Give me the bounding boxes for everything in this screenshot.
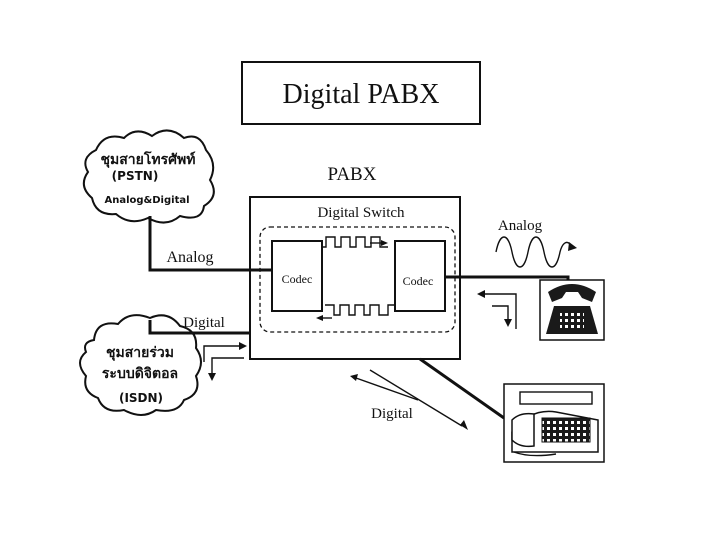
pabx-label: PABX — [328, 164, 377, 185]
isdn-cloud — [79, 314, 202, 416]
isdn-arrow-out — [211, 357, 244, 374]
phone-link-label: Analog — [498, 218, 543, 234]
isdn-line-1: ชุมสายร่วม — [106, 345, 174, 361]
digital-phone-link-label: Digital — [371, 406, 413, 422]
pstn-line-2: (PSTN) — [112, 169, 159, 183]
pstn-cloud — [82, 129, 215, 224]
pulse-train-top — [322, 236, 388, 248]
codec-left-label: Codec — [282, 272, 313, 286]
isdn-line-2: ระบบดิจิตอล — [102, 366, 178, 382]
codec-left-box — [271, 240, 323, 312]
analog-waveform — [495, 236, 571, 268]
pulse-train-bottom — [325, 304, 395, 316]
title-box — [241, 61, 481, 125]
isdn-line-3: (ISDN) — [119, 391, 163, 405]
isdn-arrow-in — [203, 345, 240, 362]
codec-right-label: Codec — [403, 274, 434, 288]
digital-switch-region — [259, 226, 456, 333]
pstn-link-line — [148, 216, 272, 272]
page-title: Digital PABX — [283, 79, 440, 110]
digital-switch-label: Digital Switch — [317, 205, 405, 221]
telephone-icon — [539, 279, 605, 341]
isdn-link-line — [148, 320, 250, 335]
pstn-line-3: Analog&Digital — [104, 195, 189, 206]
digital-arrow-up — [355, 377, 419, 401]
pstn-link-label: Analog — [166, 249, 213, 266]
digital-telephone-icon — [503, 383, 605, 463]
digital-phone-link-line — [419, 357, 505, 420]
phone-return-arrow — [484, 293, 517, 329]
pstn-line-1: ชุมสายโทรศัพท์ — [101, 150, 196, 168]
isdn-link-label: Digital — [183, 315, 225, 331]
phone-out-arrow — [492, 305, 509, 320]
digital-arrow-down — [369, 369, 463, 427]
